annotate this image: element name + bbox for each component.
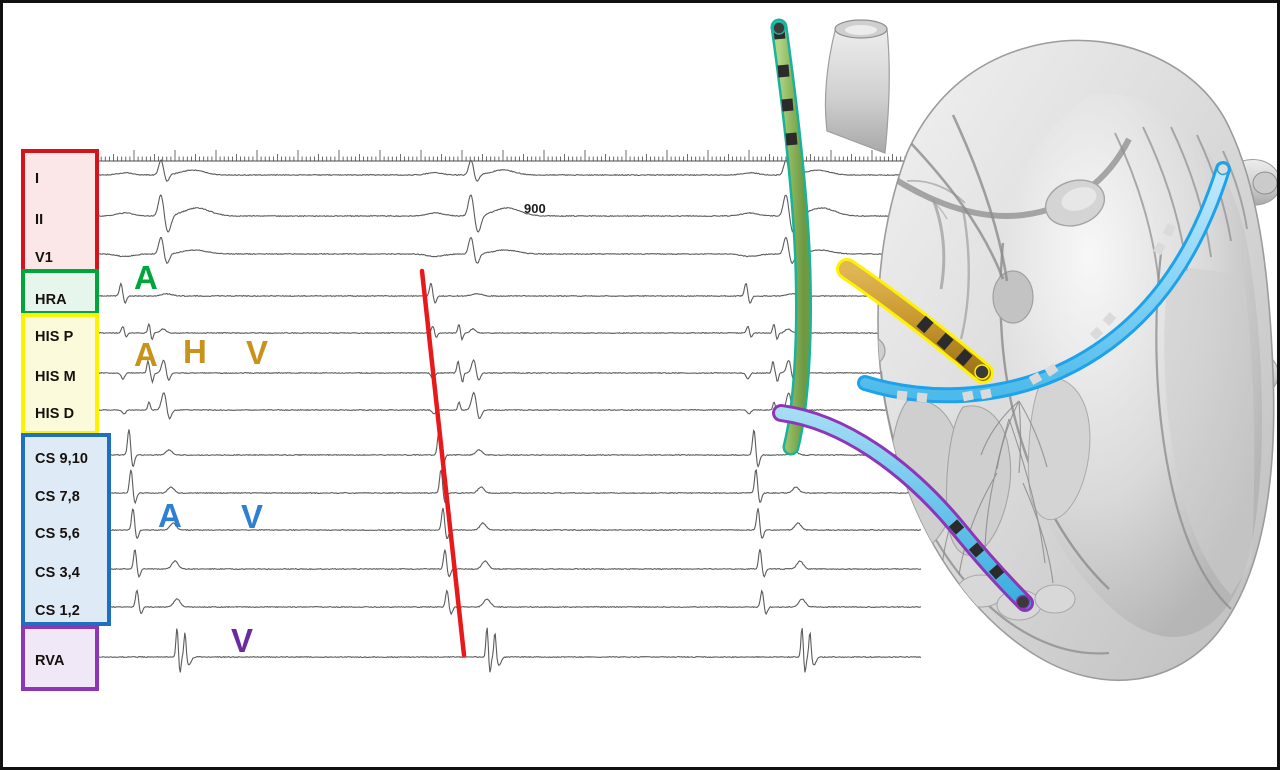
channel-label-cs-5-6: CS 5,6 — [35, 526, 80, 542]
hra-catheter-body — [773, 21, 810, 453]
channel-group-hra[interactable]: HRA — [21, 269, 99, 315]
conduction-tracts — [906, 114, 1009, 282]
lv-trabeculae — [1028, 377, 1091, 520]
rva-catheter-tip — [1015, 594, 1031, 610]
cs-electrodes — [896, 222, 1177, 403]
annotation-hra-atrial: A — [134, 259, 158, 296]
channel-label-cs-9-10: CS 9,10 — [35, 451, 89, 467]
trace-rva — [92, 627, 922, 673]
rva-catheter — [772, 404, 1034, 612]
heart-body-group — [834, 39, 1275, 681]
rva-catheter-body — [775, 407, 1031, 609]
channel-label-his-p: HIS P — [35, 329, 74, 345]
channel-group-rva[interactable]: RVA — [21, 625, 99, 691]
svc-lumen-inner — [845, 25, 877, 35]
trace-v1 — [92, 236, 922, 265]
channel-label-hra: HRA — [35, 292, 67, 308]
fossa-ovalis-inner — [1061, 187, 1097, 211]
annotation-his-atrial: A — [134, 336, 158, 373]
trace-cs-5-6 — [92, 507, 922, 540]
coronary-branch-3 — [906, 179, 966, 204]
his-electrodes — [916, 315, 973, 367]
his-catheter-tip — [974, 364, 990, 380]
annotation-cs-ventricular: V — [241, 498, 264, 535]
trace-hra — [92, 281, 922, 304]
channel-label-ii: II — [35, 212, 44, 228]
cs-catheter — [857, 161, 1231, 404]
annotation-rva-ventricular: V — [231, 622, 254, 659]
ra-dimple — [877, 173, 884, 225]
sweep-ruler-ticks — [92, 150, 918, 161]
annotation-his-ventricular: V — [246, 334, 269, 371]
cs-catheter-body — [860, 164, 1228, 401]
hra-catheter-tip — [772, 21, 786, 35]
coronary-sinus-os — [877, 332, 886, 370]
cs-os-inner — [843, 341, 875, 361]
channel-label-cs-3-4: CS 3,4 — [35, 565, 80, 581]
av-node — [992, 270, 1034, 324]
annotation-cs-atrial: A — [158, 497, 182, 534]
trace-cs-3-4 — [92, 549, 922, 579]
trace-cs-7-8 — [92, 468, 922, 505]
channel-label-i: I — [35, 171, 40, 187]
superior-vena-cava — [824, 28, 890, 154]
trace-i — [92, 159, 922, 183]
trace-cs-1-2 — [92, 588, 922, 616]
channel-group-his[interactable]: HIS P HIS M HIS D — [21, 313, 99, 435]
channel-label-cs-7-8: CS 7,8 — [35, 489, 80, 505]
channel-label-his-d: HIS D — [35, 406, 75, 422]
channel-label-rva: RVA — [35, 653, 65, 669]
annotation-his-bundle: H — [183, 333, 207, 370]
channel-group-cs[interactable]: CS 9,10 CS 7,8 CS 5,6 CS 3,4 CS 1,2 — [21, 433, 111, 626]
trace-cs-9-10 — [92, 428, 922, 468]
channel-label-his-m: HIS M — [35, 369, 76, 385]
hra-catheter — [770, 18, 812, 456]
coronary-artery-main — [877, 137, 1132, 219]
rpv-upper-lumen — [1252, 171, 1277, 195]
caliper-value: 900 — [524, 201, 546, 216]
intracardiac-traces — [21, 149, 923, 689]
trace-his-p — [92, 322, 922, 342]
rva-electrodes — [948, 519, 1005, 580]
coronary-branch-2 — [959, 208, 970, 340]
his-catheter — [836, 258, 994, 384]
trace-his-m — [92, 358, 922, 385]
activation-sequence-line — [419, 268, 467, 658]
trace-ii — [92, 194, 922, 234]
heart-diagram-panel — [757, 3, 1277, 703]
channel-label-v1: V1 — [35, 250, 53, 266]
his-purkinje-fan — [980, 400, 1048, 474]
heart-illustration — [770, 18, 1277, 681]
lv-cavity-outline — [1155, 252, 1232, 610]
trace-curves — [92, 159, 922, 673]
coronary-branch-1 — [931, 198, 946, 290]
ra-dimple-inner — [834, 184, 872, 214]
lv-cavity-shade — [1164, 265, 1255, 595]
cs-catheter-tip — [1216, 162, 1230, 176]
channel-label-cs-1-2: CS 1,2 — [35, 603, 80, 619]
coronary-branch-4 — [908, 184, 948, 220]
